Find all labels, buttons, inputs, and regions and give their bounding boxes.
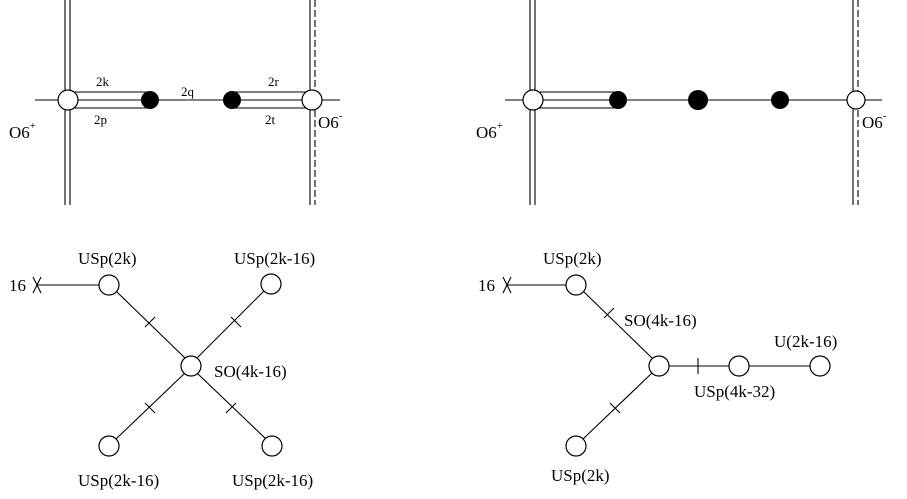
node-label: SO(4k-16) (624, 311, 697, 330)
quiver-edge (583, 291, 653, 359)
label-2t: 2t (265, 112, 276, 127)
quiver-node-so-4k-16 (648, 355, 670, 377)
flavor-label: 16 (9, 276, 26, 295)
label-o6-plus: O6+ (476, 120, 503, 142)
quiver-edge (196, 290, 265, 359)
quiver-node-usp-2k-16 (98, 435, 120, 457)
node-label: USp(2k-16) (232, 471, 313, 490)
edge-tick (144, 316, 156, 328)
edge-tick (230, 316, 242, 328)
edge-tick (144, 402, 156, 414)
edge-tick (609, 402, 621, 414)
edge-tick (225, 402, 237, 414)
flavor-label: 16 (478, 276, 495, 295)
node-label: USp(2k-16) (78, 471, 159, 490)
o6-minus-circle (846, 90, 866, 110)
node-label: USp(2k) (543, 249, 602, 268)
quiver-right: 16 USp(2k) SO(4k-16) U(2k-16) USp(4k-32)… (478, 249, 837, 485)
label-o6-minus: O6- (862, 110, 887, 132)
quiver-edge (116, 291, 186, 359)
quiver-node-usp-2k-16 (260, 273, 282, 295)
ns5-dot (223, 91, 241, 109)
quiver-node-u-2k-16 (809, 355, 831, 377)
ns5-dot (688, 90, 708, 110)
node-label: USp(2k) (551, 466, 610, 485)
ns5-dot (771, 91, 789, 109)
quiver-edge (115, 372, 186, 440)
brane-config-right: O6+ O6- (476, 0, 887, 205)
label-2r: 2r (268, 74, 280, 89)
quiver-edge (582, 372, 653, 440)
quiver-node-usp-2k-16 (261, 435, 283, 457)
quiver-node-so-4k-16 (180, 355, 202, 377)
label-o6-plus: O6+ (9, 120, 36, 142)
edge-tick (603, 307, 615, 319)
node-label: USp(4k-32) (694, 382, 775, 401)
label-o6-minus: O6- (318, 110, 343, 132)
o6-minus-circle (301, 89, 323, 111)
quiver-node-usp-4k-32 (728, 355, 750, 377)
ns5-dot (141, 91, 159, 109)
ns5-dot (609, 91, 627, 109)
quiver-left: 16 USp(2k) USp(2k-16) SO(4k-16) USp(2k-1… (9, 249, 315, 490)
label-2p: 2p (94, 112, 107, 127)
o6-plus-circle (57, 89, 79, 111)
label-2q: 2q (181, 84, 195, 99)
node-label: SO(4k-16) (214, 362, 287, 381)
o6-plus-circle (522, 89, 544, 111)
label-2k: 2k (96, 74, 110, 89)
quiver-node-usp-2k (565, 435, 587, 457)
quiver-node-usp-2k (98, 274, 120, 296)
brane-config-left: 2k 2p 2q 2r 2t O6+ O6- (9, 0, 343, 205)
node-label: USp(2k) (78, 249, 137, 268)
quiver-edge (196, 372, 267, 440)
node-label: U(2k-16) (774, 332, 837, 351)
node-label: USp(2k-16) (234, 249, 315, 268)
quiver-node-usp-2k (565, 274, 587, 296)
